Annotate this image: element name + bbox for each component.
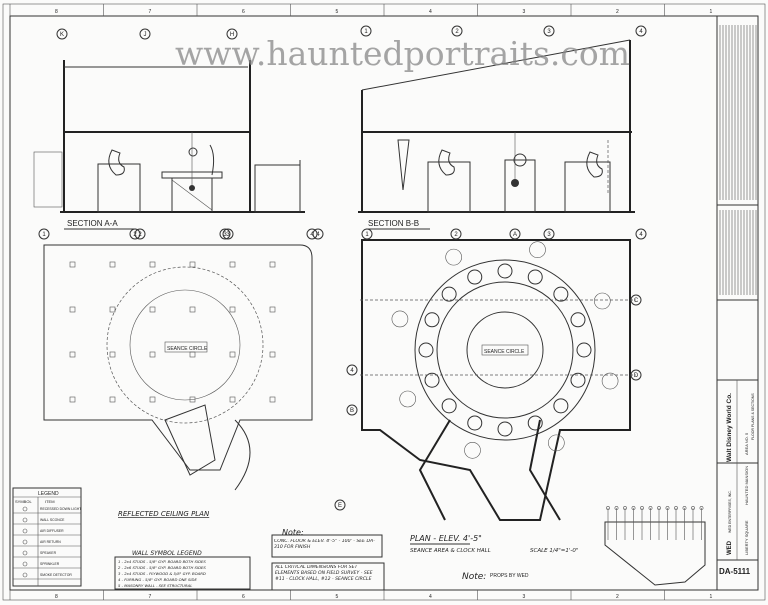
- drawing-number: DA-5111: [719, 567, 751, 576]
- grid-bubble-label: 3: [226, 232, 230, 238]
- legend-table: LEGEND SYMBOL ITEM RECESSED DOWN LIGHT WA…: [12, 487, 82, 587]
- plan-center-label: SEANCE CIRCLE: [484, 349, 525, 355]
- grid-bubble-label: E: [338, 503, 342, 509]
- legend-item: AIR RETURN: [40, 540, 61, 544]
- border-tick-bottom: 7: [149, 594, 152, 600]
- wall-legend-title: WALL SYMBOL LEGEND: [132, 550, 202, 557]
- legend-item: AIR DIFFUSER: [40, 529, 64, 533]
- border-tick-bottom: 2: [616, 594, 619, 600]
- wall-legend-row: 4 - FURRING - 5/8" GYP. BOARD ONE SIDE: [118, 577, 197, 582]
- ceiling-plan-title: REFLECTED CEILING PLAN: [118, 510, 210, 518]
- legend-item: SPEAKER: [40, 551, 57, 555]
- grid-bubble-label: 4: [350, 368, 354, 374]
- border-tick-top: 5: [336, 9, 339, 15]
- grid-bubble-label: K: [60, 32, 64, 38]
- seance-plan: SEANCE CIRCLE PLAN - ELEV. 4'-5" SEANCE …: [360, 239, 636, 554]
- wall-legend-row: 3 - 2x4 STUDS - PLYWOOD & 5/8" GYP. BOAR…: [118, 571, 206, 576]
- note3-title: Note:: [462, 572, 486, 582]
- detail-diagram: [604, 506, 706, 586]
- border-tick-bottom: 6: [242, 594, 245, 600]
- grid-bubble-label: 2: [454, 232, 458, 238]
- grid-bubble-label: 3: [223, 232, 227, 238]
- project: HAUNTED MANSION: [744, 466, 749, 505]
- border-tick-top: 8: [55, 9, 58, 15]
- client-name: Walt Disney World Co.: [726, 393, 733, 462]
- grid-bubble-label: 4: [639, 232, 643, 238]
- border-tick-top: 7: [149, 9, 152, 15]
- wall-legend-row: 5 - MASONRY WALL - SEE STRUCTURAL: [118, 583, 192, 588]
- section-a-a: SECTION A-A: [33, 60, 305, 230]
- title-block: WED WED ENTERPRISES, INC. Walt Disney Wo…: [716, 16, 758, 590]
- grid-bubble-label: B: [350, 408, 354, 414]
- section-b-b: SECTION B-B: [358, 39, 635, 230]
- border-tick-bottom: 1: [710, 594, 713, 600]
- wall-legend-row: 2 - 2x6 STUDS - 5/8" GYP. BOARD BOTH SID…: [118, 565, 206, 570]
- legend-col-symbol: SYMBOL: [15, 499, 32, 504]
- reflected-ceiling-plan: SEANCE CIRCLE REFLECTED CEILING PLAN: [43, 244, 313, 518]
- grid-bubble-label: J: [144, 32, 147, 38]
- area: AREA NO. 5: [744, 432, 749, 455]
- border-tick-top: 6: [242, 9, 245, 15]
- note1-title: Note:: [282, 528, 304, 537]
- legend-item: SMOKE DETECTOR: [40, 573, 72, 577]
- note3-text: PROPS BY WED: [490, 573, 529, 579]
- border-tick-top: 3: [523, 9, 526, 15]
- legend-item: RECESSED DOWN LIGHT: [40, 507, 81, 511]
- grid-bubble-label: 1: [364, 29, 368, 35]
- border-tick-bottom: 3: [523, 594, 526, 600]
- border-tick-bottom: 5: [336, 594, 339, 600]
- note1-text: CONC. FLOOR & ELEV. 4'-5" - 100' - SEE D…: [274, 539, 375, 550]
- plan-title: PLAN - ELEV. 4'-5": [410, 534, 482, 543]
- legend-col-item: ITEM: [45, 499, 55, 504]
- grid-bubble-label: H: [230, 32, 234, 38]
- border-tick-top: 2: [616, 9, 619, 15]
- note2-text: ALL CRITICAL DIMENSIONS FOR SET ELEMENTS…: [275, 565, 373, 582]
- company-name: WED ENTERPRISES, INC.: [728, 490, 732, 533]
- plan-subtitle: SEANCE AREA & CLOCK HALL: [410, 548, 491, 554]
- plan-scale: SCALE 1/4"=1'-0": [530, 548, 578, 554]
- notes: Note: CONC. FLOOR & ELEV. 4'-5" - 100' -…: [271, 528, 529, 591]
- grid-bubble-label: 1: [42, 232, 46, 238]
- sheet-title: FLOOR PLANS & SECTIONS: [751, 393, 755, 440]
- grid-bubble-label: A: [513, 232, 517, 238]
- grid-bubble-label: 2: [138, 232, 142, 238]
- border-tick-bottom: 4: [429, 594, 432, 600]
- grid-bubble-label: 3: [547, 29, 551, 35]
- ceiling-center-label: SEANCE CIRCLE: [167, 346, 208, 352]
- section-b-b-title: SECTION B-B: [368, 219, 419, 228]
- wall-legend-row: 1 - 2x4 STUDS - 5/8" GYP. BOARD BOTH SID…: [118, 559, 206, 564]
- legend-item: SPRINKLER: [40, 562, 60, 566]
- grid-bubble-label: D: [634, 373, 639, 379]
- grid-bubble-label: 1: [365, 232, 369, 238]
- legend-item: WALL SCONCE: [40, 518, 65, 522]
- border-tick-top: 1: [710, 9, 713, 15]
- border-tick-bottom: 8: [55, 594, 58, 600]
- legend-title: LEGEND: [38, 491, 59, 497]
- grid-bubble-label: 4: [310, 232, 314, 238]
- grid-bubble-label: 4: [639, 29, 643, 35]
- location: LIBERTY SQUARE: [744, 520, 749, 555]
- grid-bubble-label: 2: [455, 29, 459, 35]
- grid-bubble-label: 4: [316, 232, 320, 238]
- watermark: www.hauntedportraits.com: [175, 34, 630, 73]
- wed-logo: WED: [727, 540, 733, 555]
- grid-bubble-label: C: [634, 298, 639, 304]
- border-tick-top: 4: [429, 9, 432, 15]
- grid-bubble-label: 3: [547, 232, 551, 238]
- section-a-a-title: SECTION A-A: [67, 219, 118, 228]
- wall-symbol-legend: WALL SYMBOL LEGEND 1 - 2x4 STUDS - 5/8" …: [114, 550, 251, 590]
